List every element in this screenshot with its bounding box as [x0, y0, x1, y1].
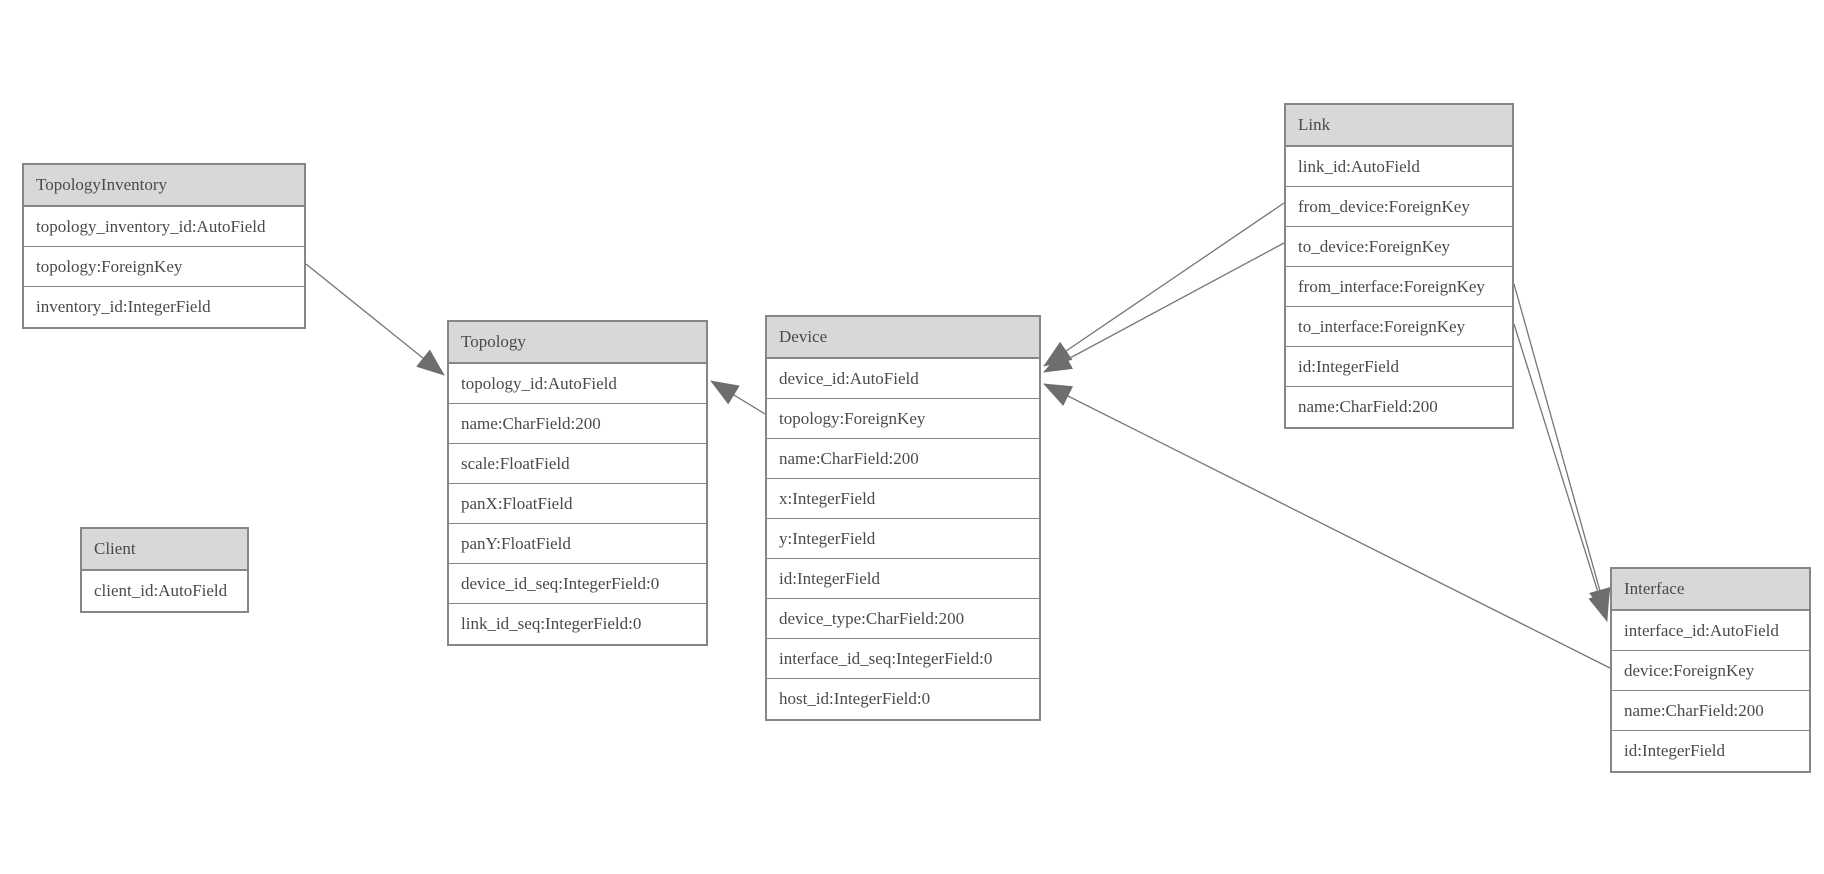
relationship-line-link-to-interface [1513, 323, 1610, 622]
entity-title: Device [767, 317, 1039, 359]
field-row: name:CharField:200 [449, 404, 706, 444]
field-row: inventory_id:IntegerField [24, 287, 304, 327]
field-row: x:IntegerField [767, 479, 1039, 519]
field-row: name:CharField:200 [1286, 387, 1512, 427]
entity-topology: Topology topology_id:AutoField name:Char… [447, 320, 708, 646]
entity-interface: Interface interface_id:AutoField device:… [1610, 567, 1811, 773]
field-row: id:IntegerField [1612, 731, 1809, 771]
field-row: topology:ForeignKey [24, 247, 304, 287]
entity-link: Link link_id:AutoField from_device:Forei… [1284, 103, 1514, 429]
entity-device: Device device_id:AutoField topology:Fore… [765, 315, 1041, 721]
field-row: device_id_seq:IntegerField:0 [449, 564, 706, 604]
entity-title: TopologyInventory [24, 165, 304, 207]
relationship-line-device-topology [710, 380, 766, 415]
entity-title: Client [82, 529, 247, 571]
field-row: scale:FloatField [449, 444, 706, 484]
field-row: client_id:AutoField [82, 571, 247, 611]
field-row: device_id:AutoField [767, 359, 1039, 399]
field-row: topology_inventory_id:AutoField [24, 207, 304, 247]
field-row: panY:FloatField [449, 524, 706, 564]
field-row: link_id:AutoField [1286, 147, 1512, 187]
field-row: to_interface:ForeignKey [1286, 307, 1512, 347]
entity-client: Client client_id:AutoField [80, 527, 249, 613]
field-row: id:IntegerField [767, 559, 1039, 599]
entity-title: Topology [449, 322, 706, 364]
entity-topologyinventory: TopologyInventory topology_inventory_id:… [22, 163, 306, 329]
field-row: host_id:IntegerField:0 [767, 679, 1039, 719]
field-row: panX:FloatField [449, 484, 706, 524]
field-row: y:IntegerField [767, 519, 1039, 559]
field-row: device:ForeignKey [1612, 651, 1809, 691]
field-row: topology:ForeignKey [767, 399, 1039, 439]
entity-title: Interface [1612, 569, 1809, 611]
entity-title: Link [1286, 105, 1512, 147]
field-row: link_id_seq:IntegerField:0 [449, 604, 706, 644]
relationship-line-link-from-interface [1513, 283, 1611, 617]
field-row: device_type:CharField:200 [767, 599, 1039, 639]
field-row: name:CharField:200 [1612, 691, 1809, 731]
field-row: topology_id:AutoField [449, 364, 706, 404]
field-row: id:IntegerField [1286, 347, 1512, 387]
field-row: from_device:ForeignKey [1286, 187, 1512, 227]
field-row: interface_id:AutoField [1612, 611, 1809, 651]
field-row: name:CharField:200 [767, 439, 1039, 479]
relationship-line-link-to-device [1043, 242, 1285, 373]
relationship-line-link-from-device [1043, 202, 1285, 367]
field-row: from_interface:ForeignKey [1286, 267, 1512, 307]
field-row: to_device:ForeignKey [1286, 227, 1512, 267]
relationship-line-topologyinventory-topology [305, 263, 445, 376]
field-row: interface_id_seq:IntegerField:0 [767, 639, 1039, 679]
